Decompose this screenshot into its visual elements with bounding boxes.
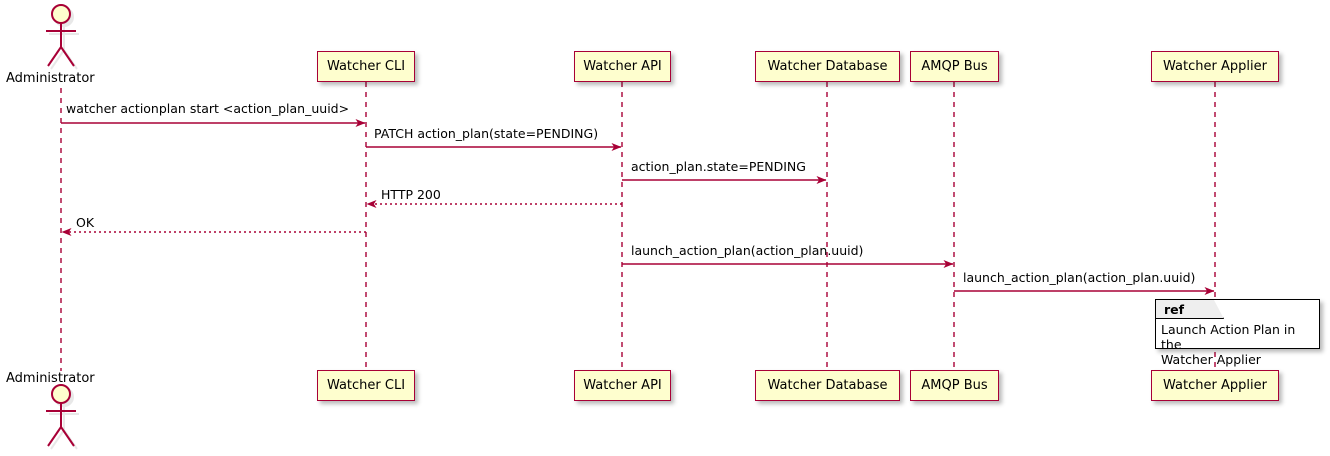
participant-label: Watcher CLI <box>326 59 406 74</box>
actor-label-administrator-top: Administrator <box>6 71 95 86</box>
participant-watcher-database-bottom[interactable]: Watcher Database <box>755 370 900 401</box>
actor-figure-administrator-top <box>46 4 79 70</box>
participant-label: Watcher API <box>583 59 662 74</box>
message-label-3: action_plan.state=PENDING <box>631 159 806 174</box>
ref-fragment-tab-label: ref <box>1164 302 1185 317</box>
message-label-4: HTTP 200 <box>381 187 441 202</box>
message-label-6: launch_action_plan(action_plan.uuid) <box>631 243 864 258</box>
participant-watcher-api-bottom[interactable]: Watcher API <box>574 370 671 401</box>
ref-fragment-body-text: Launch Action Plan in the Watcher Applie… <box>1161 322 1296 367</box>
participant-watcher-cli-top[interactable]: Watcher CLI <box>317 51 415 82</box>
participant-watcher-api-top[interactable]: Watcher API <box>574 51 671 82</box>
participant-watcher-applier-bottom[interactable]: Watcher Applier <box>1151 370 1279 401</box>
participant-watcher-applier-top[interactable]: Watcher Applier <box>1151 51 1279 82</box>
message-label-7: launch_action_plan(action_plan.uuid) <box>963 270 1196 285</box>
message-label-2: PATCH action_plan(state=PENDING) <box>374 126 599 141</box>
participant-label: AMQP Bus <box>921 59 988 74</box>
participant-label: Watcher Database <box>767 59 888 74</box>
message-label-1: watcher actionplan start <action_plan_uu… <box>66 101 350 116</box>
actor-figure-administrator-bottom <box>46 384 79 450</box>
participant-amqp-bus-bottom[interactable]: AMQP Bus <box>910 370 999 401</box>
participant-label: Watcher CLI <box>326 378 406 393</box>
participant-label: Watcher Database <box>767 378 888 393</box>
actor-label-administrator-bottom: Administrator <box>6 371 95 386</box>
participant-amqp-bus-top[interactable]: AMQP Bus <box>910 51 999 82</box>
participant-watcher-database-top[interactable]: Watcher Database <box>755 51 900 82</box>
participant-label: Watcher API <box>583 378 662 393</box>
lifelines-group <box>60 82 1216 371</box>
message-label-5: OK <box>76 215 95 230</box>
participant-label: AMQP Bus <box>921 378 988 393</box>
participant-label: Watcher Applier <box>1163 378 1267 393</box>
message-arrows-group <box>61 119 1215 295</box>
participant-label: Watcher Applier <box>1163 59 1267 74</box>
actor-figures-group <box>46 4 79 450</box>
participant-watcher-cli-bottom[interactable]: Watcher CLI <box>317 370 415 401</box>
